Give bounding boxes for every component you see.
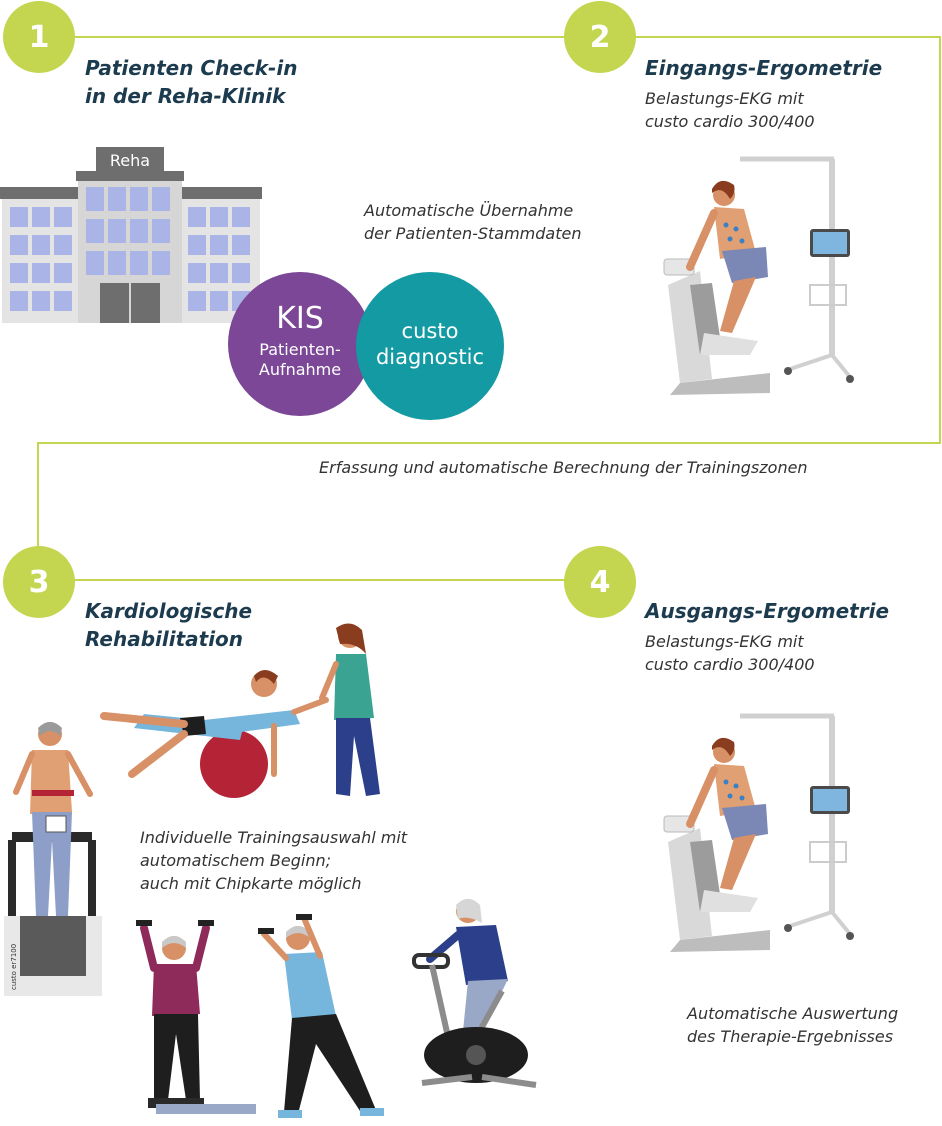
step-2-desc-line1: Belastungs-EKG mit (645, 89, 804, 108)
step-1-title-line2: in der Reha-Klinik (85, 84, 286, 108)
step-1-badge: 1 (3, 1, 75, 73)
step-2-description: Belastungs-EKG mit custo cardio 300/400 (645, 87, 815, 133)
dumbbell-exercise-illustration (136, 914, 384, 1118)
note-data-transfer-line2: der Patienten-Stammdaten (364, 224, 582, 243)
note-training-line2: automatischem Beginn; (140, 851, 331, 870)
step-4-badge: 4 (564, 546, 636, 618)
custo-diagnostic-circle: custo diagnostic (356, 272, 504, 420)
step-3-title-line1: Kardiologische (85, 599, 253, 623)
step-2-badge: 2 (564, 1, 636, 73)
note-evaluation-line1: Automatische Auswertung (687, 1004, 899, 1023)
custo-line2: diagnostic (375, 345, 485, 369)
ergometer-ecg-illustration-top (663, 156, 854, 395)
step-3-badge: 3 (3, 546, 75, 618)
step-3-title: Kardiologische Rehabilitation (85, 597, 252, 653)
note-data-transfer-line1: Automatische Übernahme (364, 201, 574, 220)
note-evaluation: Automatische Auswertung des Therapie-Erg… (687, 1002, 898, 1048)
note-evaluation-line2: des Therapie-Ergebnisses (687, 1027, 894, 1046)
step-4-title: Ausgangs-Ergometrie (645, 599, 890, 623)
note-training-selection: Individuelle Trainingsauswahl mit automa… (140, 826, 407, 895)
step-2-desc-line2: custo cardio 300/400 (645, 112, 815, 131)
treadmill-ecg-illustration (4, 722, 102, 996)
gym-ball-therapy-illustration (100, 623, 380, 798)
ergometer-ecg-illustration-bottom (663, 713, 854, 952)
step-2-title: Eingangs-Ergometrie (645, 56, 883, 80)
kis-patient-admission-circle: KIS Patienten- Aufnahme (228, 272, 372, 416)
step-1-title-line1: Patienten Check-in (85, 56, 298, 80)
custo-line1: custo (401, 319, 459, 343)
step-1-title: Patienten Check-in in der Reha-Klinik (85, 54, 297, 110)
step-3-title-line2: Rehabilitation (85, 627, 244, 651)
kis-line2: Aufnahme (258, 360, 342, 379)
step-4-desc-line2: custo cardio 300/400 (645, 655, 815, 674)
note-training-line3: auch mit Chipkarte möglich (140, 874, 362, 893)
kis-line1: Patienten- (259, 340, 341, 359)
note-data-transfer: Automatische Übernahme der Patienten-Sta… (364, 199, 581, 245)
building-sign-label: Reha (109, 151, 151, 170)
hospital-building-icon (0, 147, 262, 323)
treadmill-model-label: custo er7100 (10, 943, 18, 990)
note-training-zones: Erfassung und automatische Berechnung de… (319, 458, 808, 477)
step-4-desc-line1: Belastungs-EKG mit (645, 632, 804, 651)
kis-title: KIS (276, 301, 324, 336)
note-training-line1: Individuelle Trainingsauswahl mit (140, 828, 408, 847)
exercise-bike-illustration (412, 899, 537, 1088)
step-4-description: Belastungs-EKG mit custo cardio 300/400 (645, 630, 815, 676)
